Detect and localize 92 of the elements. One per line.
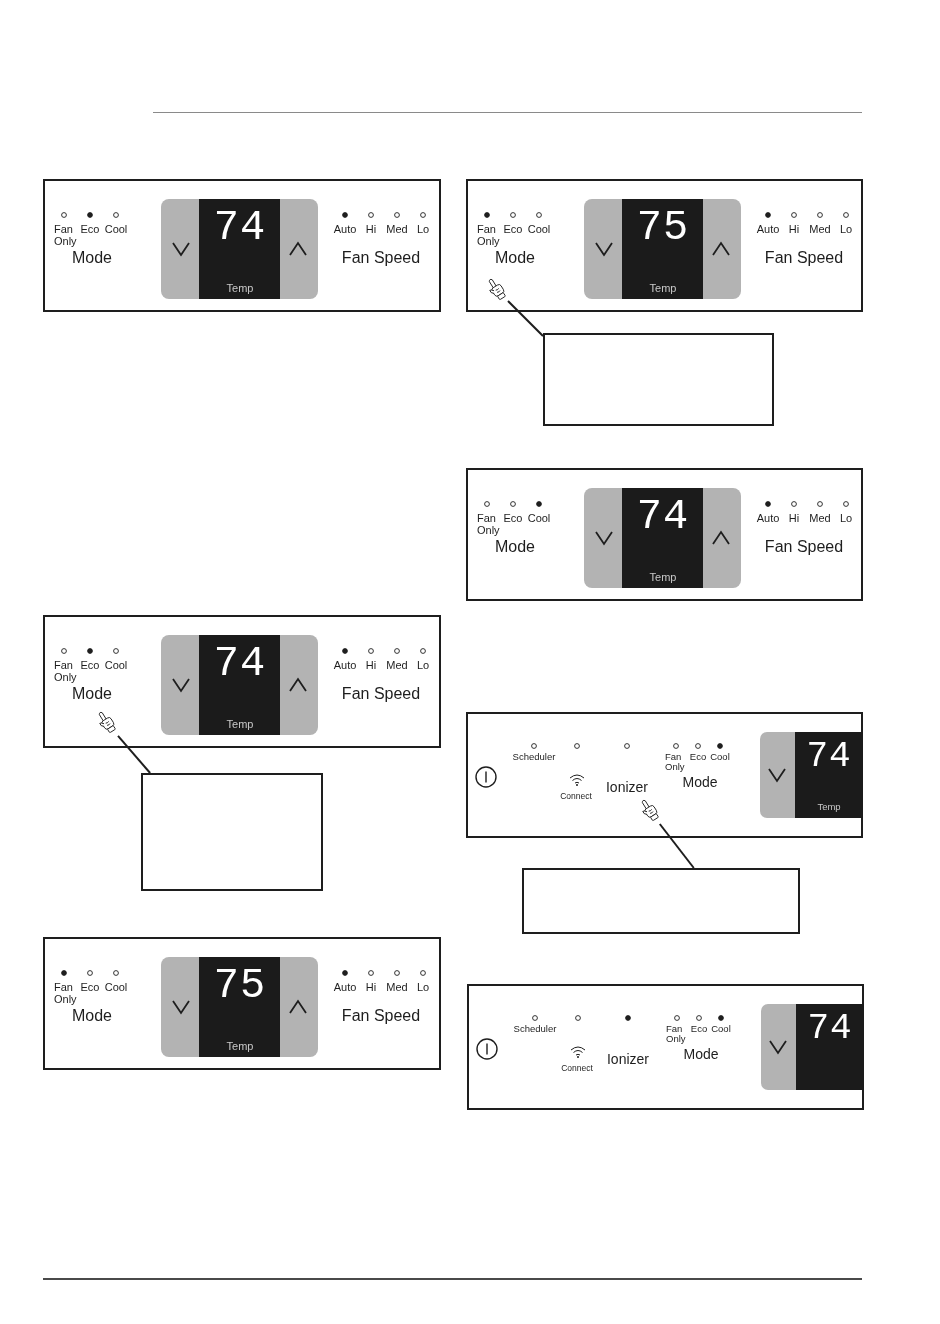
option-label: Eco (503, 223, 523, 236)
option-label: Eco (503, 512, 523, 525)
option-label: Hi (365, 659, 377, 672)
option-label: Fan Only (666, 1024, 687, 1045)
control-panel (43, 179, 441, 312)
display-label: Temp (226, 282, 254, 295)
option-label: Auto (333, 659, 357, 672)
temperature-readout: 74 (213, 205, 267, 252)
button-label: Mode (495, 249, 535, 267)
callout-box (522, 868, 800, 934)
option-label: Lo (416, 659, 430, 672)
display-label: Temp (226, 1040, 254, 1053)
control-panel (43, 937, 441, 1070)
option-label: Cool (711, 1024, 731, 1035)
temperature-display (161, 635, 318, 735)
option-label: Auto (333, 981, 357, 994)
option-label: Fan Only (477, 223, 501, 248)
temperature-display (760, 732, 863, 818)
button-label: Ionizer (607, 1052, 649, 1068)
option-label: Auto (756, 512, 780, 525)
option-label: Eco (80, 223, 100, 236)
option-label: Hi (365, 981, 377, 994)
callout-box (543, 333, 774, 426)
temperature-display (584, 199, 741, 299)
option-label: Fan Only (54, 659, 78, 684)
button-label: Mode (72, 685, 112, 703)
option-label: Med (386, 659, 408, 672)
option-label: Scheduler (512, 752, 556, 763)
button-label: Mode (495, 538, 535, 556)
option-label: Fan Only (665, 752, 686, 773)
option-label: Cool (527, 512, 551, 525)
button-label: Mode (683, 1047, 719, 1063)
button-label: Fan Speed (764, 249, 844, 267)
temperature-display (161, 957, 318, 1057)
control-panel (466, 712, 863, 838)
option-label: Hi (788, 223, 800, 236)
option-label: Hi (788, 512, 800, 525)
option-label: Med (809, 223, 831, 236)
option-label: Med (386, 981, 408, 994)
option-label: Cool (527, 223, 551, 236)
temperature-readout: 74 (636, 494, 690, 541)
option-label: Fan Only (477, 512, 501, 537)
temperature-readout: 74 (213, 641, 267, 688)
option-label: Cool (104, 223, 128, 236)
option-label: Fan Only (54, 223, 78, 248)
button-label: Mode (682, 775, 718, 791)
button-label: Fan Speed (341, 1007, 421, 1025)
option-label: Auto (756, 223, 780, 236)
leader-line (658, 823, 695, 869)
option-label: Cool (104, 659, 128, 672)
control-panel (466, 179, 863, 312)
leader-line (507, 300, 544, 337)
display-label: Temp (226, 718, 254, 731)
temperature-display (161, 199, 318, 299)
option-label: Cool (104, 981, 128, 994)
control-panel (43, 615, 441, 748)
option-label: Eco (689, 752, 707, 763)
button-label: Fan Speed (341, 249, 421, 267)
option-label: Auto (333, 223, 357, 236)
option-label: Connect (561, 1064, 593, 1074)
display-label: Temp (817, 802, 841, 813)
button-label: Ionizer (606, 780, 648, 796)
option-label: Lo (839, 512, 853, 525)
option-label: Hi (365, 223, 377, 236)
option-label: Cool (710, 752, 730, 763)
button-label: Fan Speed (764, 538, 844, 556)
option-label: Lo (839, 223, 853, 236)
option-label: Eco (690, 1024, 708, 1035)
temperature-display (761, 1004, 864, 1090)
button-label: Fan Speed (341, 685, 421, 703)
option-label: Lo (416, 223, 430, 236)
option-label: Eco (80, 659, 100, 672)
button-label: Mode (72, 1007, 112, 1025)
display-label: Temp (649, 571, 677, 584)
control-panel (467, 984, 864, 1110)
display-label: Temp (649, 282, 677, 295)
control-panel (466, 468, 863, 601)
temperature-readout: 75 (213, 963, 267, 1010)
button-label: Mode (72, 249, 112, 267)
option-label: Eco (80, 981, 100, 994)
callout-box (141, 773, 323, 891)
option-label: Scheduler (513, 1024, 557, 1035)
temperature-readout: 75 (636, 205, 690, 252)
leader-line (117, 734, 152, 774)
option-label: Connect (560, 792, 592, 802)
temperature-display (584, 488, 741, 588)
option-label: Med (386, 223, 408, 236)
option-label: Lo (416, 981, 430, 994)
option-label: Med (809, 512, 831, 525)
temperature-readout: 74 (806, 737, 852, 777)
option-label: Fan Only (54, 981, 78, 1006)
temperature-readout: 74 (807, 1009, 853, 1049)
